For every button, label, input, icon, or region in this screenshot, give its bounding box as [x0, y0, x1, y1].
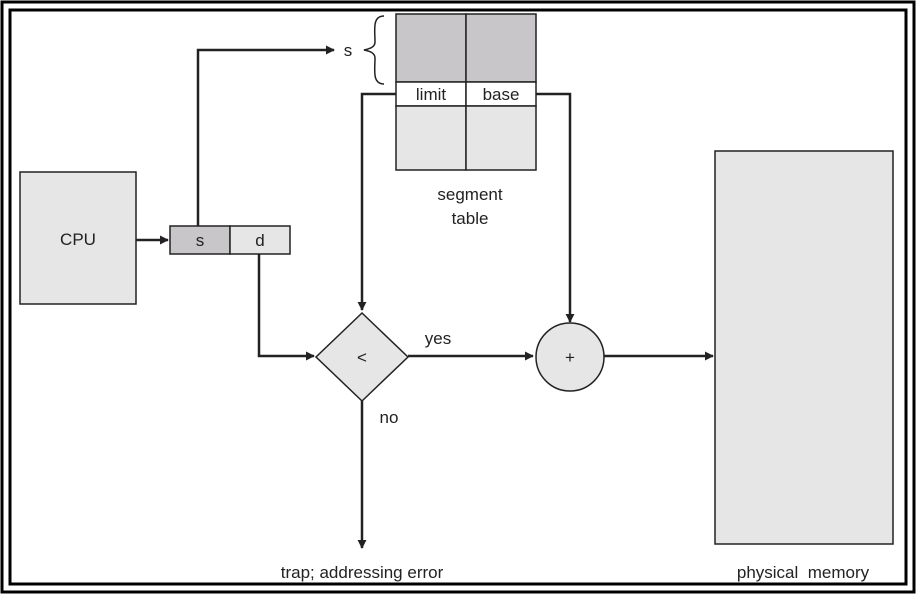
adder-symbol: + — [565, 348, 575, 367]
segment-table-top-right — [465, 13, 537, 83]
address-offset-label: d — [255, 231, 264, 250]
segment-table-caption-line1: segment — [437, 185, 502, 204]
segment-table-bottom-left — [395, 105, 467, 171]
segment-index-arrow — [196, 45, 335, 226]
segment-table-top-left — [395, 13, 467, 83]
base-to-adder-arrow — [536, 92, 575, 323]
no-label: no — [380, 408, 399, 427]
segment-brace — [363, 15, 385, 85]
comparator-symbol: < — [357, 348, 367, 367]
offset-to-comparator-arrow — [257, 254, 315, 361]
segment-table-bottom-right — [465, 105, 537, 171]
physical-memory-label: physical memory — [737, 563, 870, 582]
address-segment-label: s — [196, 231, 205, 250]
segment-selector-label: s — [344, 41, 353, 60]
segment-table-caption-line2: table — [452, 209, 489, 228]
inner-frame — [8, 8, 908, 586]
limit-label: limit — [416, 85, 446, 104]
trap-label: trap; addressing error — [281, 563, 444, 582]
base-label: base — [483, 85, 520, 104]
address-segment-cell — [169, 225, 231, 255]
limit-to-comparator-arrow — [357, 92, 396, 311]
cpu-box — [19, 171, 137, 305]
cpu-label: CPU — [60, 230, 96, 249]
yes-label: yes — [425, 329, 451, 348]
physical-memory-box — [714, 150, 894, 545]
